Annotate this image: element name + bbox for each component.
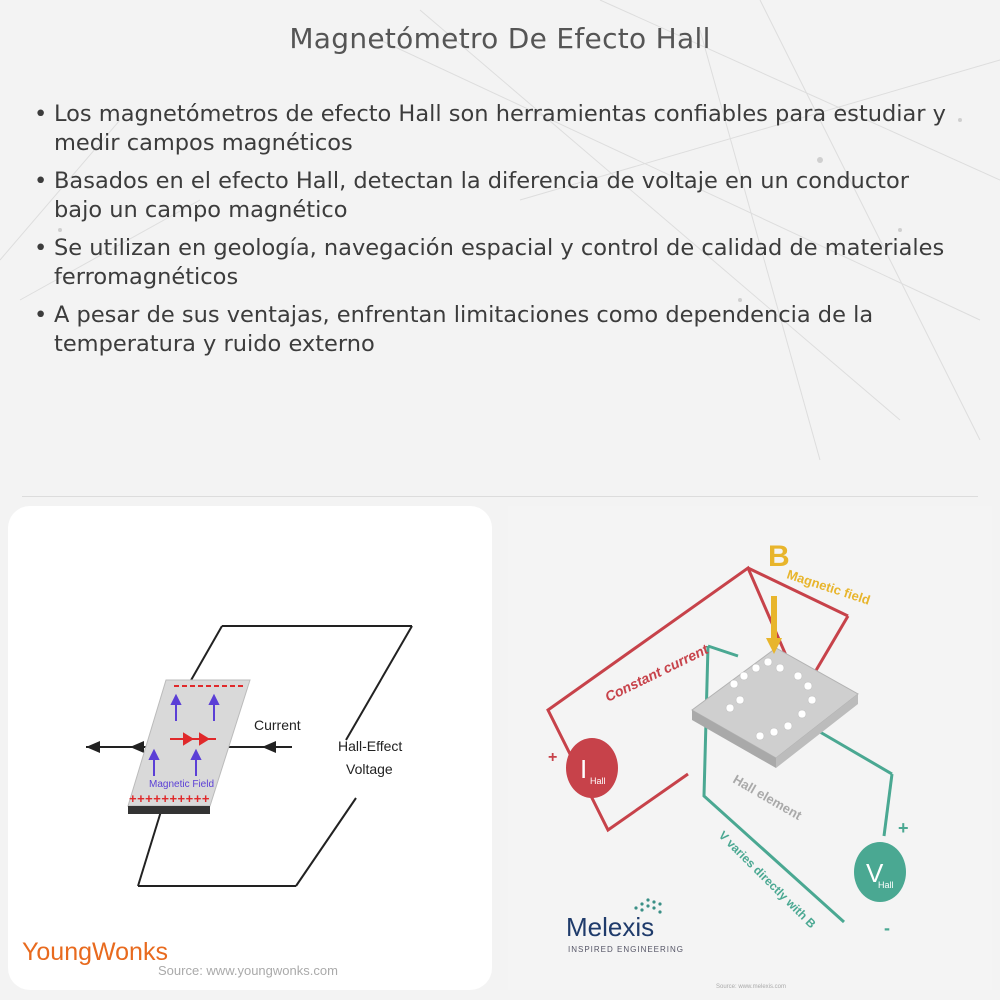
arrow-left-icon (86, 741, 100, 753)
v-label: V (866, 858, 884, 888)
arrow-left-icon (262, 741, 276, 753)
voltage-loop-wire (882, 773, 894, 837)
voltmeter-disk (854, 842, 906, 902)
arrow-down-icon (766, 638, 782, 654)
magnetic-field-arrows (148, 693, 220, 776)
current-source-disk (566, 738, 618, 798)
melexis-tagline: INSPIRED ENGINEERING (568, 945, 684, 954)
bullet-item: Basados en el efecto Hall, detectan la d… (34, 167, 954, 225)
plus-sign: + (898, 818, 909, 838)
positive-charges: ++++++++++ (129, 791, 210, 806)
hall-element-side (692, 710, 776, 768)
source-label: Source: www.youngwonks.com (158, 963, 338, 978)
hall-element (691, 647, 859, 759)
current-loop-wire (747, 566, 849, 618)
field-label: Magnetic Field (149, 779, 214, 790)
current-label: Current (254, 717, 301, 733)
current-direction-arrows (170, 732, 216, 746)
section-divider (22, 496, 978, 497)
circuit-wire (137, 807, 163, 887)
melexis-logo-dots (634, 898, 662, 914)
bullet-item: A pesar de sus ventajas, enfrentan limit… (34, 301, 954, 359)
circuit-wire (295, 797, 357, 887)
melexis-hall-diagram-panel: B Magnetic field Constant current Hall e… (508, 506, 992, 990)
bullet-item: Se utilizan en geología, navegación espa… (34, 234, 954, 292)
i-label: I (580, 754, 587, 784)
charge-dots (725, 657, 817, 741)
voltage-loop-wire (707, 644, 739, 658)
b-label: B (768, 540, 790, 573)
youngwonks-logo: YoungWonks (22, 938, 168, 966)
hall-effect-diagram-panel: Magnetic Field ++++++++++ Current Hall-E… (8, 506, 492, 990)
i-sub-label: Hall (590, 776, 606, 786)
bullet-list: Los magnetómetros de efecto Hall son her… (34, 100, 954, 368)
source-label: Source: www.melexis.com (716, 984, 786, 990)
page-title: Magnetómetro De Efecto Hall (289, 22, 711, 55)
magnetic-field-label: Magnetic field (785, 567, 872, 608)
varies-label: V varies directly with B (716, 828, 819, 931)
circuit-wire (345, 625, 413, 741)
voltage-label-line1: Hall-Effect (338, 738, 402, 754)
v-sub-label: Hall (878, 880, 894, 890)
hall-element-side (776, 694, 858, 768)
hall-plate-edge (128, 806, 210, 814)
hall-effect-diagram: Magnetic Field ++++++++++ Current Hall-E… (22, 625, 413, 978)
constant-current-label: Constant current (602, 640, 712, 704)
circuit-wire (189, 625, 223, 683)
melexis-logo: Melexis (566, 912, 654, 942)
hall-element-label: Hall element (731, 772, 805, 824)
arrow-left-icon (130, 741, 144, 753)
plus-sign: + (548, 749, 557, 766)
voltage-loop-wire (819, 730, 893, 776)
minus-sign: - (884, 918, 890, 938)
voltage-label-line2: Voltage (346, 761, 393, 777)
bullet-item: Los magnetómetros de efecto Hall son her… (34, 100, 954, 158)
current-loop-wire (546, 565, 810, 833)
voltage-loop-wire (702, 645, 846, 924)
melexis-hall-diagram: B Magnetic field Constant current Hall e… (546, 540, 909, 990)
